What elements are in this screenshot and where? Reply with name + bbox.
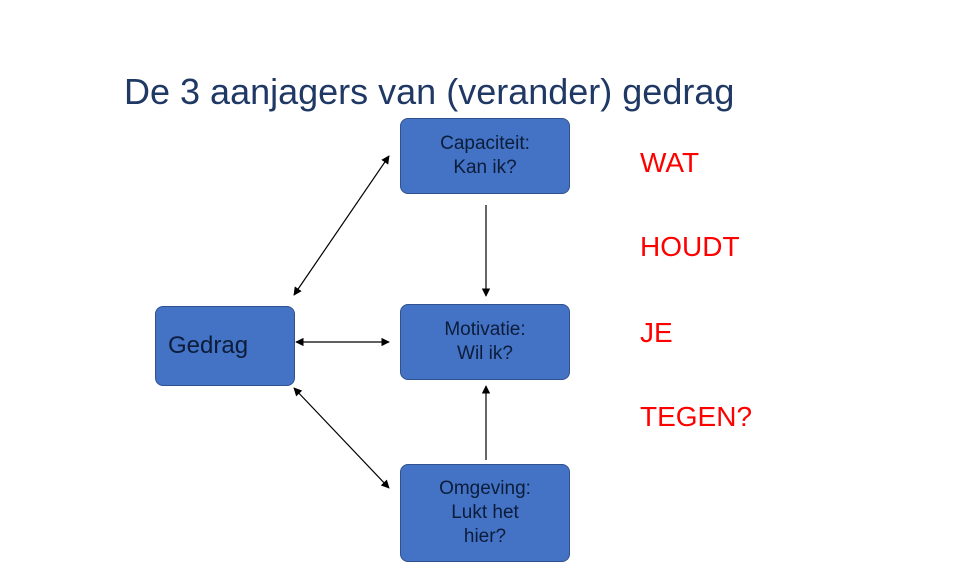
arrow-gedrag-capaciteit bbox=[293, 155, 390, 296]
arrow-gedrag-omgeving bbox=[293, 387, 390, 489]
node-omgeving-line1: Omgeving: bbox=[439, 478, 531, 500]
node-motivatie-line2: Wil ik? bbox=[457, 343, 513, 364]
node-omgeving: Omgeving: Lukt het hier? bbox=[400, 464, 570, 562]
slide-title: De 3 aanjagers van (verander) gedrag bbox=[124, 71, 735, 112]
side-word-houdt: HOUDT bbox=[640, 231, 740, 262]
node-motivatie-line1: Motivatie: bbox=[444, 319, 526, 341]
node-gedrag: Gedrag bbox=[155, 306, 295, 386]
node-capaciteit-line1: Capaciteit: bbox=[440, 133, 530, 155]
side-word-wat: WAT bbox=[640, 147, 700, 178]
node-motivatie: Motivatie: Wil ik? bbox=[400, 304, 570, 380]
node-gedrag-label: Gedrag bbox=[168, 332, 249, 359]
node-omgeving-line2: Lukt het bbox=[451, 502, 519, 524]
node-capaciteit-line2: Kan ik? bbox=[453, 157, 517, 178]
side-word-je: JE bbox=[640, 317, 673, 348]
side-word-tegen: TEGEN? bbox=[640, 401, 753, 432]
node-omgeving-line3: hier? bbox=[463, 525, 507, 547]
node-capaciteit: Capaciteit: Kan ik? bbox=[400, 118, 570, 194]
